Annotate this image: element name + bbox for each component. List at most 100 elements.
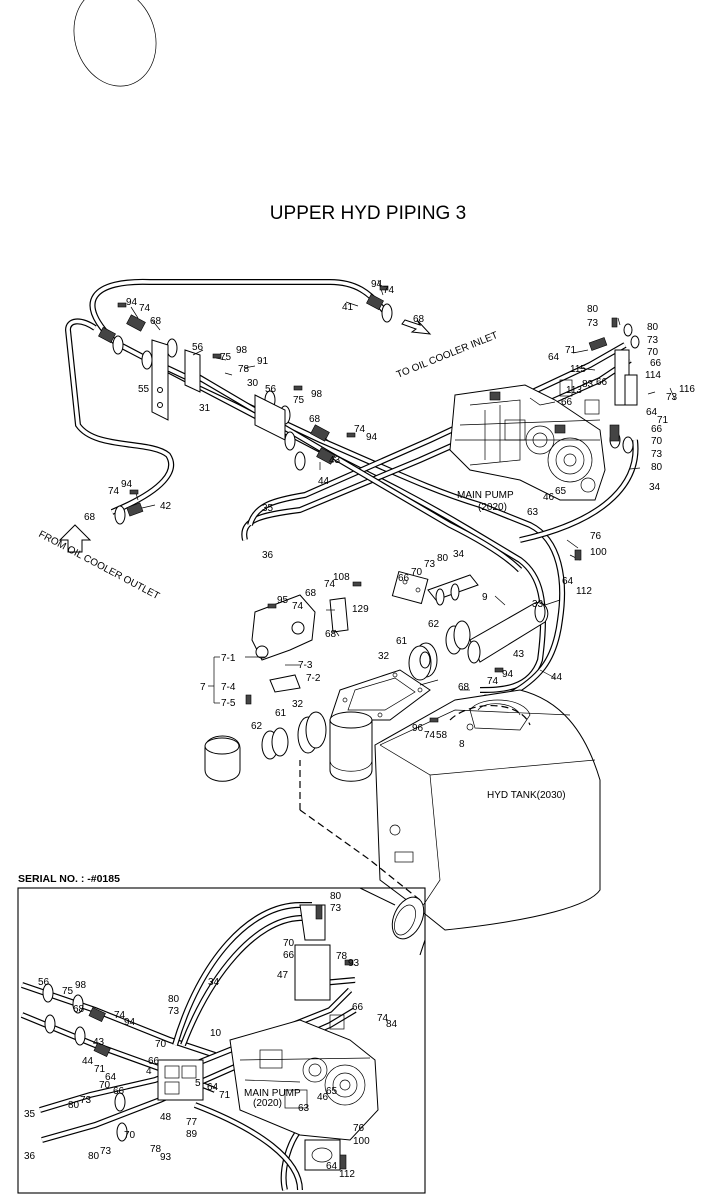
callout: 42 [160, 501, 172, 512]
callout: 62 [251, 721, 263, 732]
callout: 74 [354, 424, 366, 435]
callout: 64 [548, 352, 560, 363]
callout: 96 [412, 723, 424, 734]
callout: 71 [657, 415, 669, 426]
right-fittings [588, 323, 640, 454]
callout: 66 [651, 424, 663, 435]
flow-arrows [58, 319, 432, 553]
inset-components [42, 904, 379, 1171]
callout: 74 [324, 579, 336, 590]
callout: 74 [292, 601, 304, 612]
callout: 73 [168, 1006, 180, 1017]
label-to-oil-cooler-inlet: TO OIL COOLER INLET [395, 330, 500, 381]
callout: 56 [192, 342, 204, 353]
callout: 98 [75, 980, 87, 991]
callout: 48 [160, 1112, 172, 1123]
callout: 91 [257, 356, 269, 367]
callout: 68 [84, 512, 96, 523]
inset-main-pump-code: (2020) [253, 1098, 282, 1109]
callout: 66 [352, 1002, 364, 1013]
callout: 78 [150, 1144, 162, 1155]
callout: 66 [650, 358, 662, 369]
callout: 116 [679, 384, 695, 395]
callout: 75 [220, 352, 232, 363]
callout: 94 [366, 432, 378, 443]
callout: 70 [651, 436, 663, 447]
callout: 10 [210, 1028, 222, 1039]
callout: 70 [411, 567, 423, 578]
callout: 8 [459, 739, 465, 750]
callout: 36 [24, 1151, 36, 1162]
callout: 76 [353, 1123, 365, 1134]
callout: 9 [482, 592, 488, 603]
callout: 80 [651, 462, 663, 473]
callout: 34 [649, 482, 661, 493]
callout: 63 [298, 1103, 310, 1114]
callout: 129 [352, 604, 369, 615]
callout: 64 [646, 407, 658, 418]
callout: 46 [317, 1092, 329, 1103]
callout: 94 [124, 1017, 136, 1028]
callout: 68 [150, 316, 162, 327]
corner-oval [73, 0, 157, 87]
leader-lines [130, 279, 676, 691]
callout: 43 [329, 455, 341, 466]
page-title: UPPER HYD PIPING 3 [270, 203, 466, 224]
callout: 36 [262, 550, 274, 561]
callout: 78 [336, 951, 348, 962]
callout: 43 [93, 1037, 105, 1048]
label-from-oil-cooler-outlet: FROM OIL COOLER OUTLET [37, 529, 162, 602]
callout: 73 [330, 903, 342, 914]
callout: 80 [437, 553, 449, 564]
inset-callout-bubble [359, 887, 426, 956]
callout: 70 [647, 347, 659, 358]
callout: 80 [647, 322, 659, 333]
callout: 64 [562, 576, 574, 587]
callouts-middle: 95 74 68 108 74 129 66 70 73 80 34 9 68 … [200, 549, 563, 750]
callout: 71 [94, 1064, 106, 1075]
callout: 31 [199, 403, 211, 414]
inset-frame [17, 887, 426, 1194]
callout: 62 [428, 619, 440, 630]
callout: 63 [527, 507, 539, 518]
callout: 7-1 [221, 653, 236, 664]
callout: 75 [62, 986, 74, 997]
callout: 94 [502, 669, 514, 680]
callout: 115 [570, 364, 586, 375]
callout: 44 [82, 1056, 94, 1067]
callout: 68 [458, 682, 470, 693]
callout: 34 [453, 549, 465, 560]
callout: 89 [186, 1129, 198, 1140]
callout: 77 [186, 1117, 198, 1128]
callout: 4 [146, 1066, 152, 1077]
callout: 44 [318, 476, 330, 487]
callout: 74 [424, 730, 436, 741]
callout: 7-4 [221, 682, 236, 693]
callout: 68 [73, 1004, 85, 1015]
callout: 65 [555, 486, 567, 497]
callout: 80 [68, 1100, 80, 1111]
callout: 5 [195, 1078, 201, 1089]
callout: 68 [325, 629, 337, 640]
callout: 7-3 [298, 660, 313, 671]
callout: 73 [647, 335, 659, 346]
callout: 64 [326, 1161, 338, 1172]
callout: 74 [383, 285, 395, 296]
callout: 94 [121, 479, 133, 490]
callout: 73 [587, 318, 599, 329]
callout: 95 [277, 595, 289, 606]
callout: 108 [333, 572, 350, 583]
main-pump [449, 379, 606, 501]
callout: 78 [238, 364, 250, 375]
callout: 33 [532, 599, 544, 610]
callout: 56 [265, 384, 277, 395]
callout: 68 [413, 314, 425, 325]
callout: 43 [513, 649, 525, 660]
bracket-group [151, 339, 286, 441]
callout: 64 [207, 1082, 219, 1093]
callout: 34 [208, 977, 220, 988]
main-pump-code: (2020) [478, 502, 507, 513]
callout: 35 [24, 1109, 36, 1120]
callout: 93 [160, 1152, 172, 1163]
